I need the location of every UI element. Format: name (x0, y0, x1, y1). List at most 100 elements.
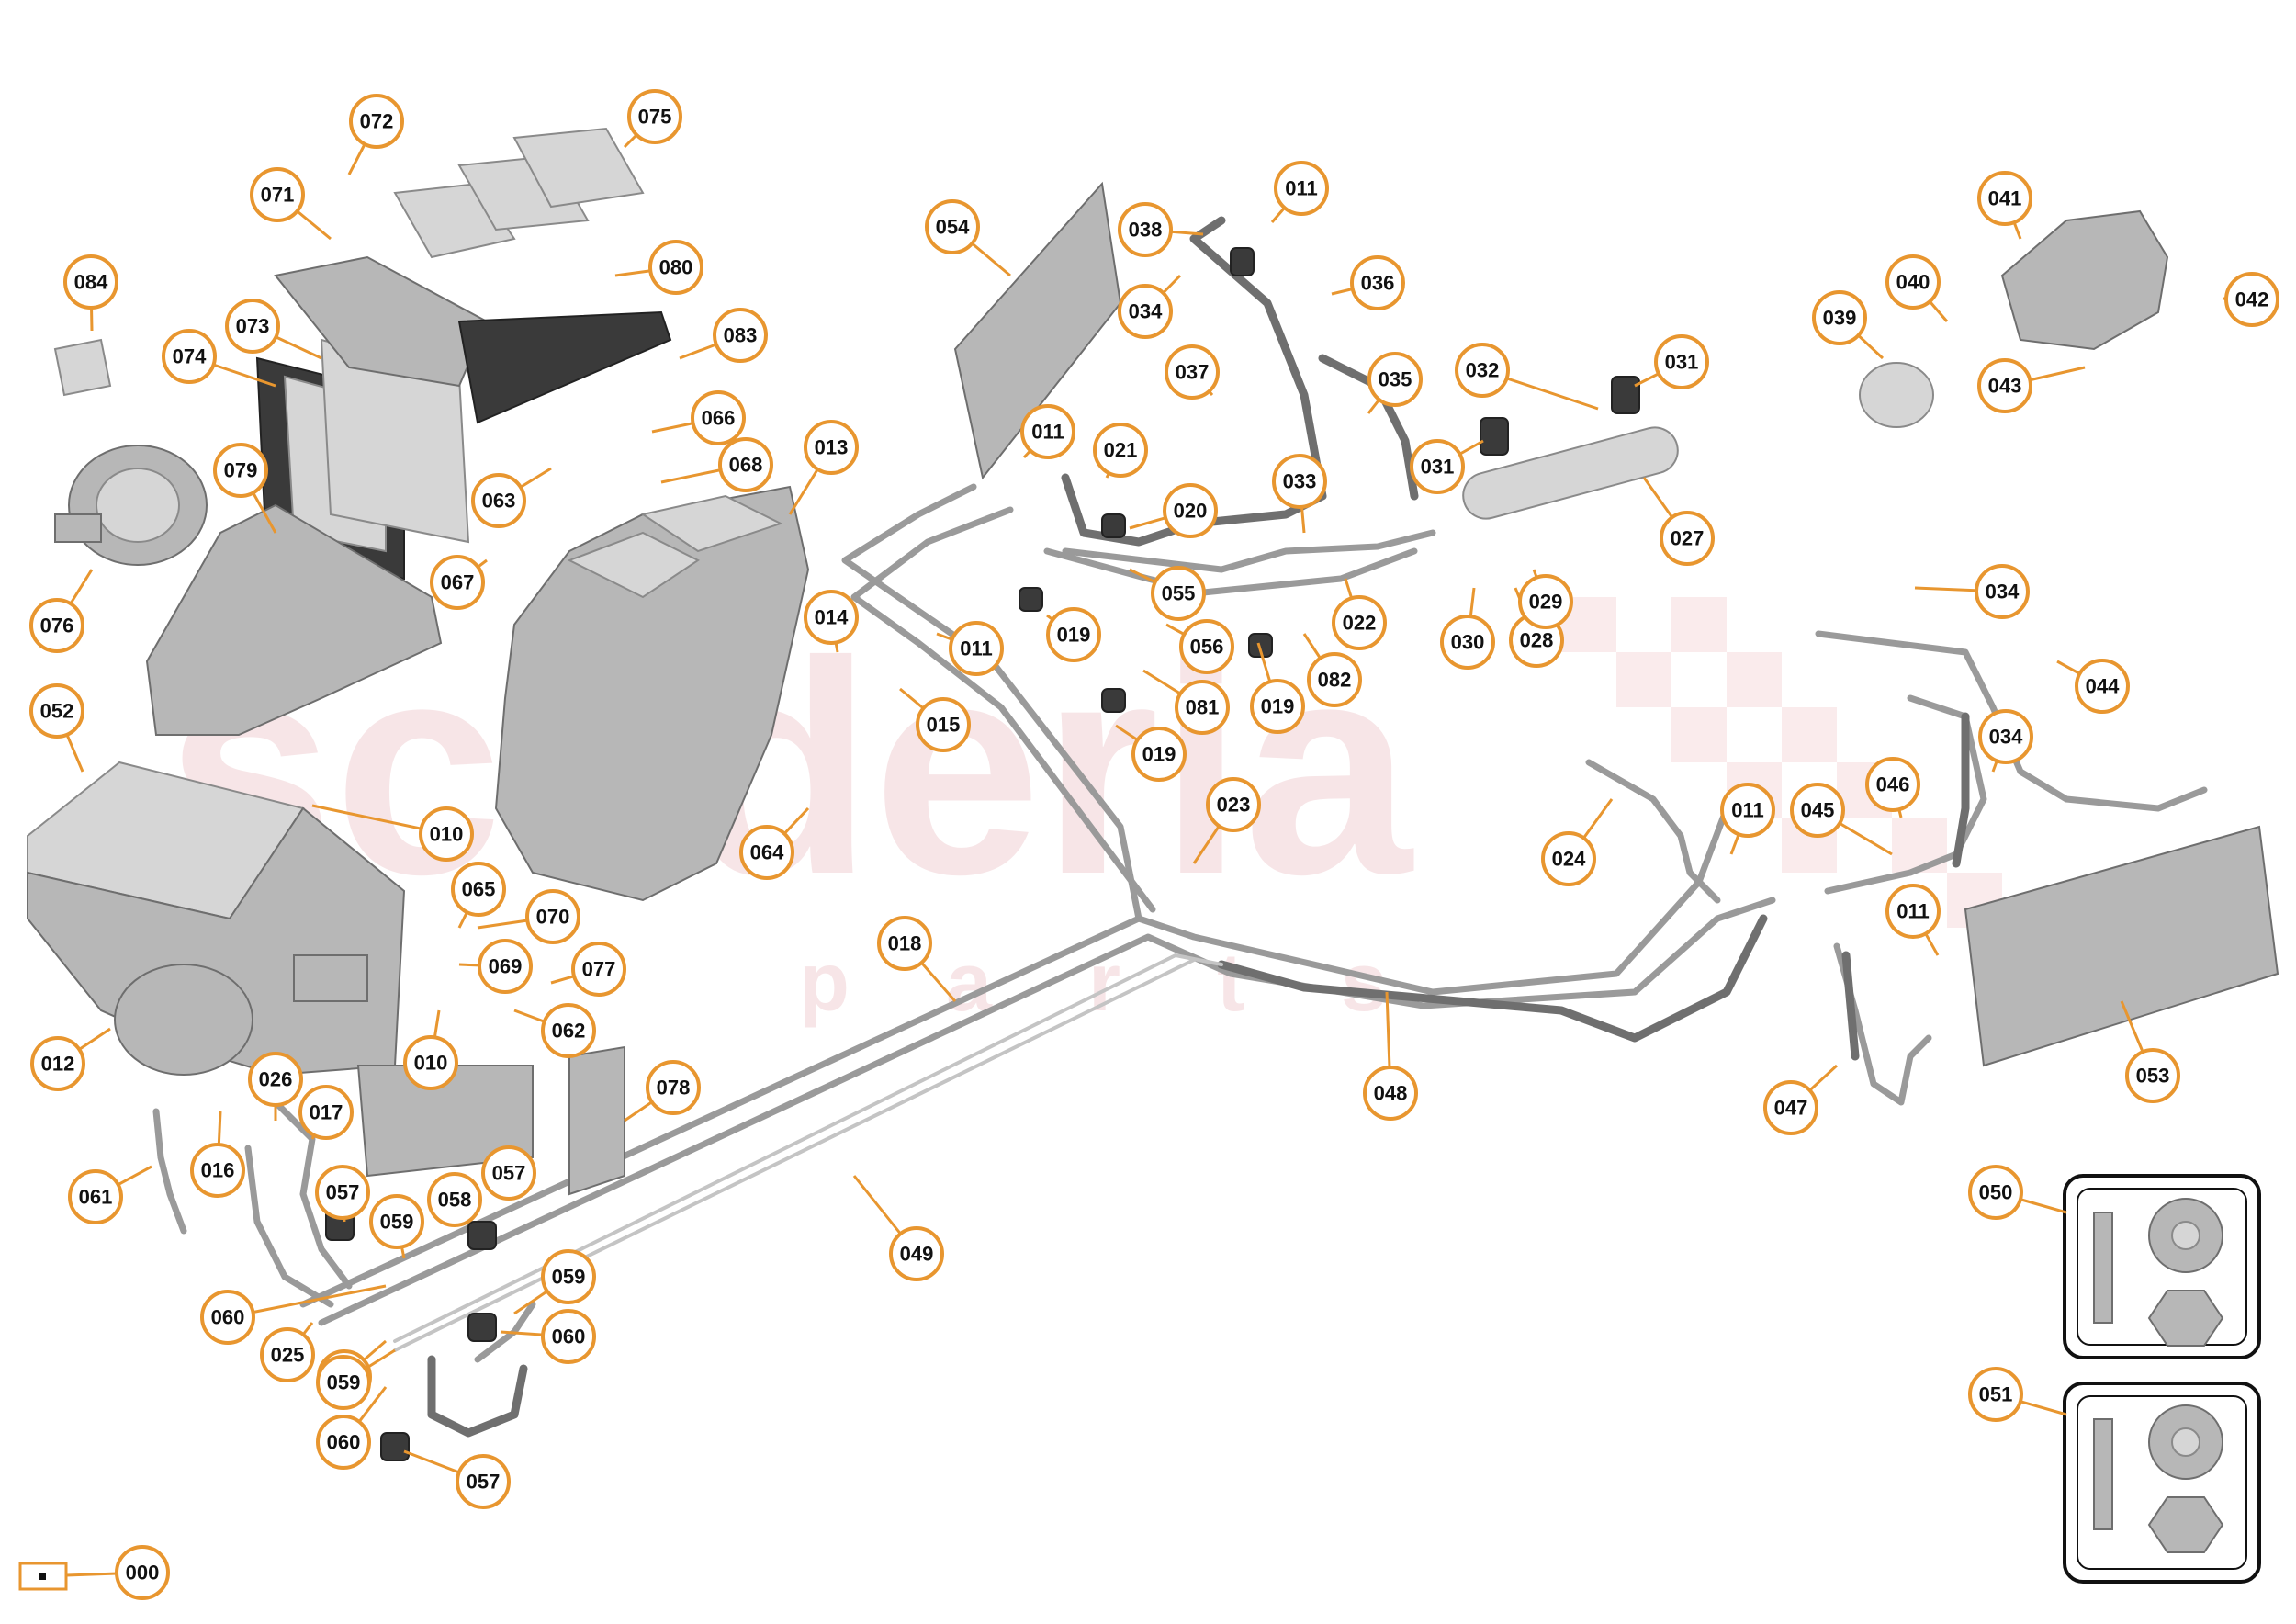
callout-034[interactable]: 034 (1975, 564, 2030, 619)
callout-circle[interactable] (1812, 290, 1867, 345)
callout-circle[interactable] (1179, 619, 1234, 674)
callout-circle[interactable] (1163, 483, 1218, 538)
callout-circle[interactable] (713, 308, 768, 363)
callout-019[interactable]: 019 (1046, 607, 1101, 662)
callout-013[interactable]: 013 (804, 420, 859, 475)
callout-042[interactable]: 042 (2224, 272, 2279, 327)
callout-068[interactable]: 068 (718, 437, 773, 492)
callout-circle[interactable] (315, 1165, 370, 1220)
callout-080[interactable]: 080 (648, 240, 703, 295)
callout-circle[interactable] (2075, 659, 2130, 714)
callout-027[interactable]: 027 (1660, 511, 1715, 566)
callout-circle[interactable] (162, 329, 217, 384)
callout-circle[interactable] (430, 555, 485, 610)
callout-circle[interactable] (456, 1454, 511, 1509)
callout-070[interactable]: 070 (525, 889, 580, 944)
callout-circle[interactable] (1975, 564, 2030, 619)
callout-circle[interactable] (63, 254, 118, 310)
callout-circle[interactable] (1763, 1080, 1818, 1135)
callout-circle[interactable] (1720, 783, 1775, 838)
callout-circle[interactable] (2125, 1048, 2180, 1103)
callout-063[interactable]: 063 (471, 473, 526, 528)
callout-circle[interactable] (419, 806, 474, 862)
callout-049[interactable]: 049 (889, 1226, 944, 1281)
callout-076[interactable]: 076 (29, 598, 84, 653)
callout-circle[interactable] (541, 1309, 596, 1364)
callout-014[interactable]: 014 (804, 590, 859, 645)
callout-084[interactable]: 084 (63, 254, 118, 310)
callout-011[interactable]: 011 (1885, 884, 1941, 939)
callout-000[interactable]: 000 (115, 1545, 170, 1600)
callout-019[interactable]: 019 (1250, 679, 1305, 734)
callout-062[interactable]: 062 (541, 1003, 596, 1058)
callout-circle[interactable] (200, 1290, 255, 1345)
callout-circle[interactable] (1118, 284, 1173, 339)
callout-circle[interactable] (1790, 783, 1845, 838)
callout-circle[interactable] (250, 167, 305, 222)
callout-circle[interactable] (1978, 709, 2033, 764)
callout-016[interactable]: 016 (190, 1143, 245, 1198)
callout-circle[interactable] (213, 443, 268, 498)
callout-circle[interactable] (691, 390, 746, 445)
callout-circle[interactable] (349, 94, 404, 149)
callout-circle[interactable] (369, 1194, 424, 1249)
callout-circle[interactable] (804, 590, 859, 645)
callout-circle[interactable] (1363, 1066, 1418, 1121)
callout-054[interactable]: 054 (925, 199, 980, 254)
callout-circle[interactable] (1274, 161, 1329, 216)
callout-circle[interactable] (427, 1172, 482, 1227)
callout-circle[interactable] (403, 1035, 458, 1090)
callout-064[interactable]: 064 (739, 825, 794, 880)
callout-circle[interactable] (1410, 439, 1465, 494)
callout-circle[interactable] (1865, 757, 1920, 812)
callout-circle[interactable] (925, 199, 980, 254)
callout-circle[interactable] (739, 825, 794, 880)
callout-022[interactable]: 022 (1332, 595, 1387, 650)
callout-circle[interactable] (1250, 679, 1305, 734)
callout-circle[interactable] (1367, 352, 1423, 407)
callout-circle[interactable] (1175, 680, 1230, 735)
callout-circle[interactable] (877, 916, 932, 971)
callout-059[interactable]: 059 (316, 1355, 371, 1410)
callout-circle[interactable] (1541, 831, 1596, 886)
callout-circle[interactable] (1654, 334, 1709, 389)
callout-072[interactable]: 072 (349, 94, 404, 149)
callout-011[interactable]: 011 (1720, 783, 1775, 838)
callout-circle[interactable] (916, 697, 971, 752)
callout-057[interactable]: 057 (456, 1454, 511, 1509)
callout-circle[interactable] (718, 437, 773, 492)
callout-circle[interactable] (481, 1145, 536, 1201)
callout-circle[interactable] (1885, 254, 1941, 310)
callout-057[interactable]: 057 (315, 1165, 370, 1220)
callout-circle[interactable] (29, 683, 84, 739)
callout-031[interactable]: 031 (1410, 439, 1465, 494)
callout-023[interactable]: 023 (1206, 777, 1261, 832)
callout-020[interactable]: 020 (1163, 483, 1218, 538)
callout-031[interactable]: 031 (1654, 334, 1709, 389)
callout-036[interactable]: 036 (1350, 255, 1405, 310)
callout-circle[interactable] (2224, 272, 2279, 327)
callout-015[interactable]: 015 (916, 697, 971, 752)
callout-circle[interactable] (541, 1249, 596, 1304)
callout-040[interactable]: 040 (1885, 254, 1941, 310)
callout-065[interactable]: 065 (451, 862, 506, 917)
callout-073[interactable]: 073 (225, 299, 280, 354)
callout-033[interactable]: 033 (1272, 454, 1327, 509)
callout-069[interactable]: 069 (478, 939, 533, 994)
callout-059[interactable]: 059 (369, 1194, 424, 1249)
callout-circle[interactable] (571, 942, 626, 997)
callout-circle[interactable] (248, 1052, 303, 1107)
callout-circle[interactable] (1977, 171, 2032, 226)
callout-032[interactable]: 032 (1455, 343, 1510, 398)
callout-circle[interactable] (804, 420, 859, 475)
callout-055[interactable]: 055 (1151, 566, 1206, 621)
callout-circle[interactable] (1272, 454, 1327, 509)
callout-067[interactable]: 067 (430, 555, 485, 610)
callout-circle[interactable] (1151, 566, 1206, 621)
callout-circle[interactable] (1020, 404, 1075, 459)
callout-034[interactable]: 034 (1118, 284, 1173, 339)
callout-circle[interactable] (29, 598, 84, 653)
callout-079[interactable]: 079 (213, 443, 268, 498)
callout-060[interactable]: 060 (200, 1290, 255, 1345)
callout-011[interactable]: 011 (1274, 161, 1329, 216)
